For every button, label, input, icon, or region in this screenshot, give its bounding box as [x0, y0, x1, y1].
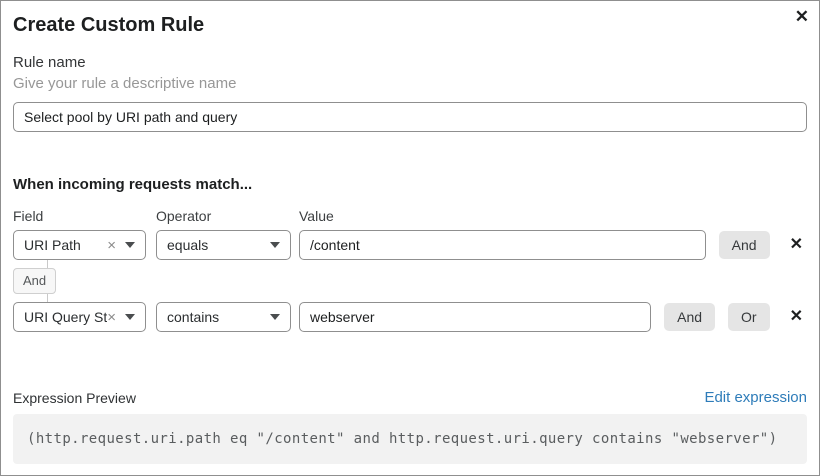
expression-code: (http.request.uri.path eq "/content" and… — [27, 431, 778, 447]
connector-line-bottom — [47, 294, 48, 302]
value-input[interactable] — [299, 302, 652, 332]
and-button[interactable]: And — [664, 303, 716, 331]
remove-condition-icon[interactable]: ✕ — [789, 236, 803, 253]
caret-down-icon — [125, 314, 135, 320]
field-select[interactable]: URI Path × — [13, 230, 146, 260]
caret-down-icon — [270, 314, 280, 320]
field-select[interactable]: URI Query St... × — [13, 302, 146, 332]
dialog-title: Create Custom Rule — [13, 14, 205, 36]
condition-row: URI Path × equals And ✕ — [13, 230, 807, 260]
condition-row: URI Query St... × contains And Or ✕ — [13, 302, 807, 332]
field-column-label: Field — [13, 208, 44, 224]
expression-preview-header: Expression Preview Edit expression — [13, 389, 807, 407]
operator-select-value: contains — [167, 309, 220, 325]
operator-select[interactable]: equals — [156, 230, 291, 260]
clear-icon[interactable]: × — [107, 308, 116, 326]
remove-condition-icon[interactable]: ✕ — [789, 308, 803, 325]
operator-select-value: equals — [167, 237, 209, 253]
expression-code-block: (http.request.uri.path eq "/content" and… — [13, 414, 807, 464]
connector-line-top — [47, 260, 48, 268]
caret-down-icon — [270, 242, 280, 248]
operator-select[interactable]: contains — [156, 302, 291, 332]
edit-expression-link[interactable]: Edit expression — [704, 389, 807, 406]
and-connector-badge: And — [13, 268, 57, 294]
rule-name-input[interactable] — [13, 102, 807, 132]
caret-down-icon — [125, 242, 135, 248]
value-column-label: Value — [299, 208, 334, 224]
field-select-value: URI Query St... — [24, 309, 108, 325]
condition-column-labels: Field Operator Value — [13, 208, 807, 225]
field-select-value: URI Path — [24, 237, 81, 253]
operator-column-label: Operator — [156, 208, 212, 224]
rule-name-helper: Give your rule a descriptive name — [13, 75, 237, 92]
rule-name-label: Rule name — [13, 54, 86, 71]
and-button[interactable]: And — [718, 231, 770, 259]
match-section-heading: When incoming requests match... — [13, 176, 253, 193]
clear-icon[interactable]: × — [107, 236, 116, 254]
expression-preview-label: Expression Preview — [13, 390, 136, 406]
or-button[interactable]: Or — [728, 303, 770, 331]
logic-connector: And — [13, 260, 156, 302]
close-icon[interactable]: ✕ — [794, 7, 809, 26]
value-input[interactable] — [299, 230, 706, 260]
